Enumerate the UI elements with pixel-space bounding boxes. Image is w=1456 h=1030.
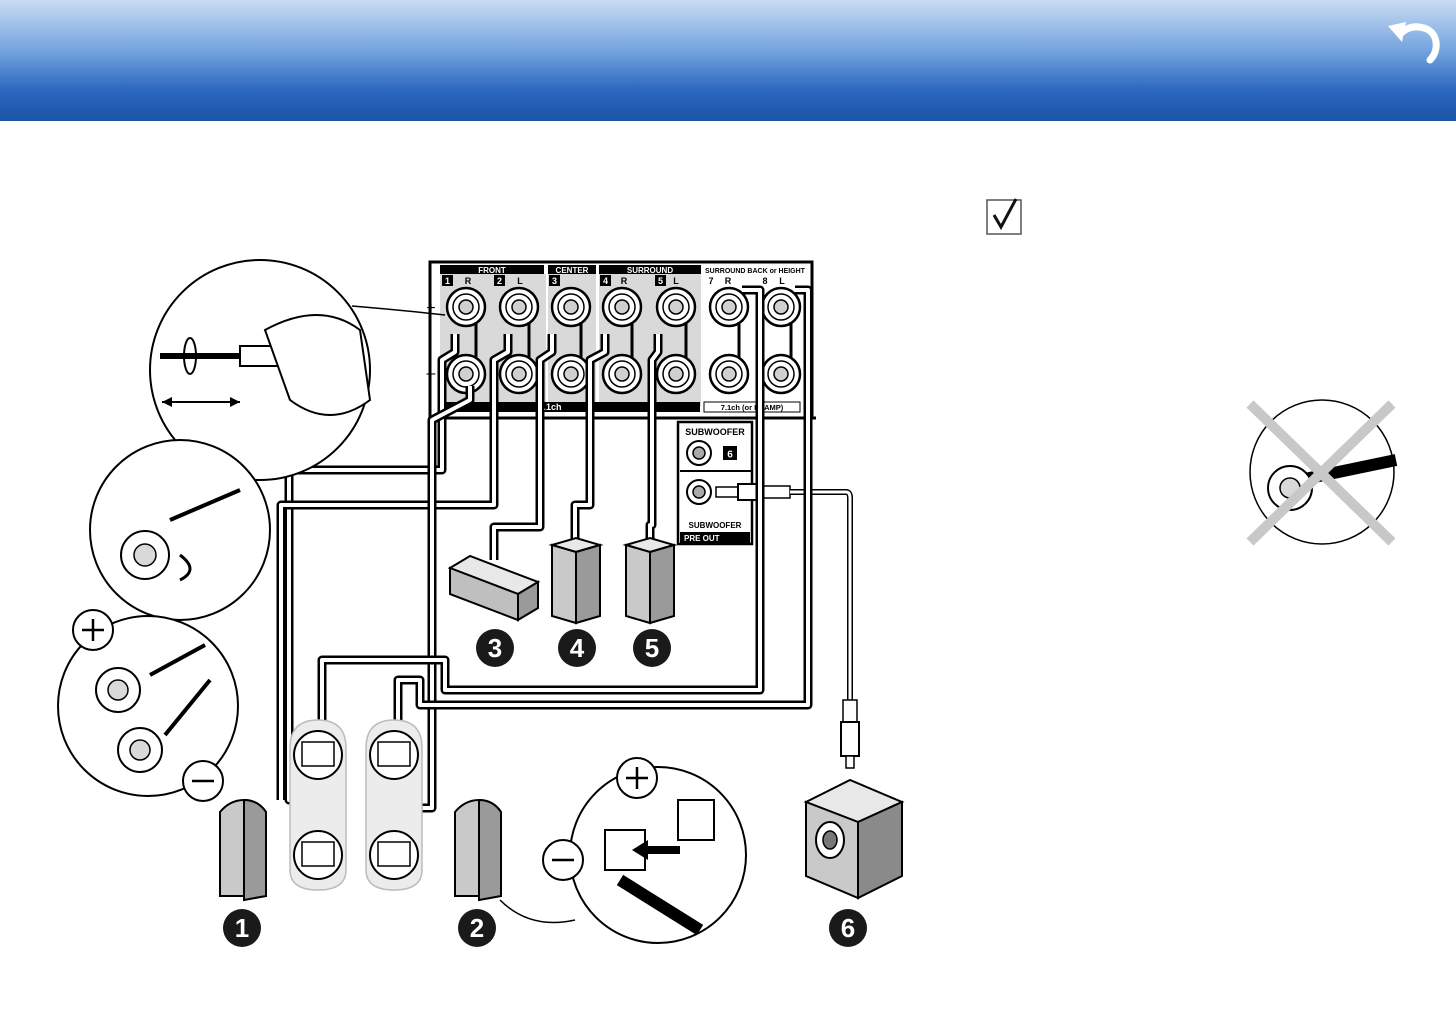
inset-loosen-terminal bbox=[90, 440, 270, 620]
label-7-1ch: 7.1ch (or Bi-AMP) bbox=[721, 403, 784, 412]
channel-4: 4 bbox=[603, 276, 608, 286]
speaker-connection-diagram: FRONT CENTER SURROUND SURROUND BACK or H… bbox=[0, 121, 1456, 1030]
front-left-speaker bbox=[455, 800, 501, 900]
inset-insert-wire bbox=[58, 610, 238, 801]
label-center: CENTER bbox=[556, 266, 589, 275]
speaker-terminal-post bbox=[762, 355, 800, 393]
channel-5-l: L bbox=[673, 276, 679, 286]
callout-5: 5 bbox=[633, 629, 671, 667]
svg-text:2: 2 bbox=[470, 913, 484, 943]
svg-text:1: 1 bbox=[235, 913, 249, 943]
speaker-terminal-post bbox=[657, 355, 695, 393]
label-surround: SURROUND bbox=[627, 266, 673, 275]
callout-4: 4 bbox=[558, 629, 596, 667]
callout-6: 6 bbox=[829, 909, 867, 947]
speaker-terminal-group-right bbox=[366, 720, 422, 890]
callout-3: 3 bbox=[476, 629, 514, 667]
label-front: FRONT bbox=[478, 266, 506, 275]
svg-text:6: 6 bbox=[841, 913, 855, 943]
speaker-terminal-post bbox=[603, 288, 641, 326]
subwoofer-unit bbox=[806, 780, 902, 898]
back-button[interactable] bbox=[1386, 16, 1442, 68]
speaker-terminal-post bbox=[500, 288, 538, 326]
speaker-terminal-post bbox=[657, 288, 695, 326]
speaker-terminal-post bbox=[603, 355, 641, 393]
channel-2: 2 bbox=[497, 276, 502, 286]
svg-text:4: 4 bbox=[570, 633, 585, 663]
label-surround-back: SURROUND BACK or HEIGHT bbox=[705, 268, 806, 275]
return-arrow-icon bbox=[1386, 16, 1442, 68]
speaker-terminal-post bbox=[710, 355, 748, 393]
channel-5: 5 bbox=[658, 276, 663, 286]
speaker-terminal-group-left bbox=[290, 720, 346, 890]
front-right-speaker bbox=[220, 800, 266, 900]
speaker-terminal-post bbox=[500, 355, 538, 393]
channel-3: 3 bbox=[552, 276, 557, 286]
channel-1: 1 bbox=[445, 276, 450, 286]
speaker-terminal-post bbox=[447, 288, 485, 326]
incorrect-connection-inset bbox=[1250, 400, 1396, 544]
channel-8: 8 bbox=[762, 276, 767, 286]
channel-7: 7 bbox=[708, 276, 713, 286]
speaker-terminal-post bbox=[552, 355, 590, 393]
callout-2: 2 bbox=[458, 909, 496, 947]
svg-text:5: 5 bbox=[645, 633, 659, 663]
label-pre-out: PRE OUT bbox=[684, 534, 720, 543]
speaker-terminal-post bbox=[762, 288, 800, 326]
label-minus: – bbox=[427, 365, 436, 382]
subwoofer-number: 6 bbox=[727, 450, 733, 461]
center-speaker bbox=[450, 556, 538, 620]
channel-4-r: R bbox=[621, 276, 628, 286]
channel-7-r: R bbox=[725, 276, 732, 286]
label-subwoofer-top: SUBWOOFER bbox=[685, 427, 745, 437]
label-subwoofer-bottom: SUBWOOFER bbox=[689, 521, 742, 530]
surround-left-speaker bbox=[626, 538, 674, 623]
svg-text:3: 3 bbox=[488, 633, 502, 663]
speaker-terminal-post bbox=[552, 288, 590, 326]
surround-right-speaker bbox=[552, 538, 600, 623]
channel-1-r: R bbox=[465, 276, 472, 286]
inset-push-terminal bbox=[500, 758, 746, 943]
header-bar bbox=[0, 0, 1456, 121]
callout-1: 1 bbox=[223, 909, 261, 947]
channel-8-l: L bbox=[779, 276, 785, 286]
channel-2-l: L bbox=[517, 276, 523, 286]
